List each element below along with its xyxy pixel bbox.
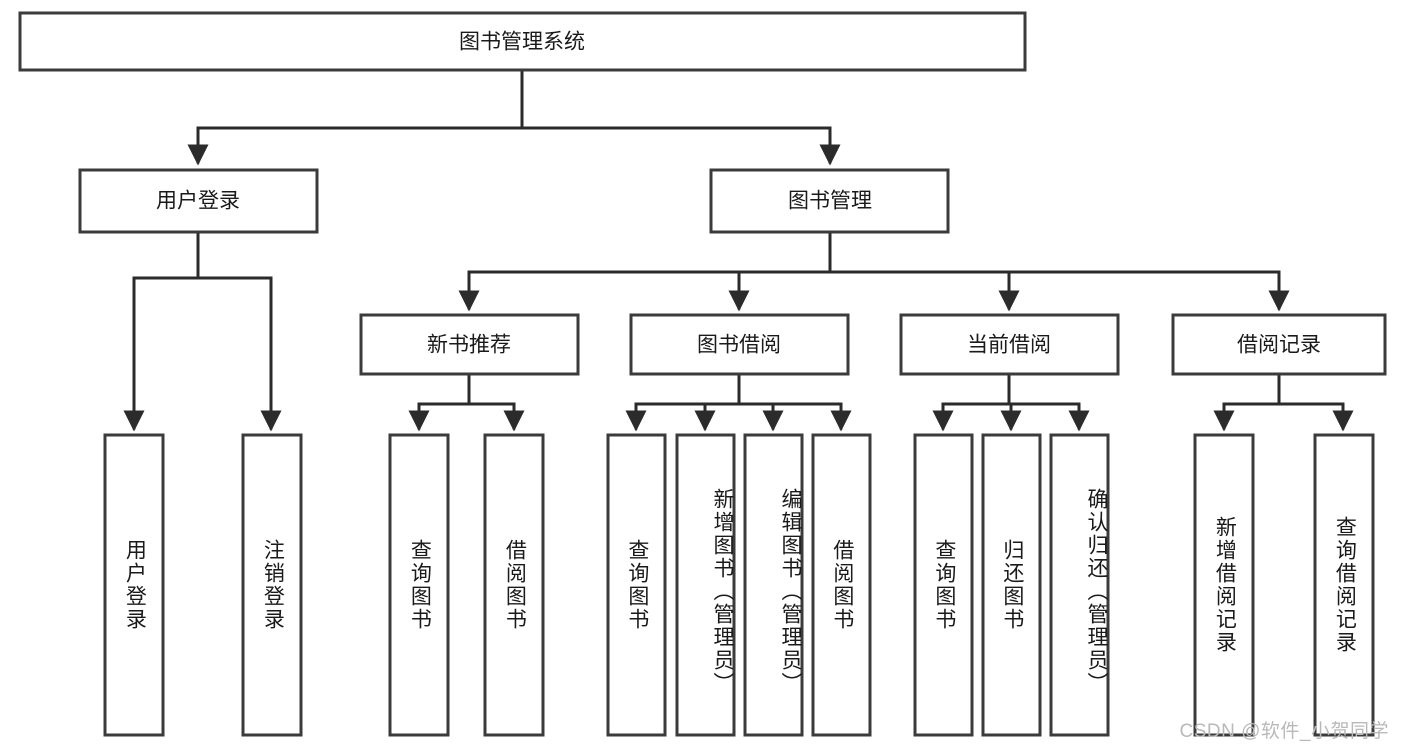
node-new-book-recommend-box[interactable] (359, 313, 580, 376)
node-book-manage-label: 图书管理 (788, 190, 872, 213)
node-borrow-record-label: 借阅记录 (1237, 334, 1321, 357)
leaf-boxes (103, 433, 1375, 737)
node-book-manage-box[interactable] (709, 168, 950, 234)
leaf-query-book-3-box[interactable] (913, 433, 974, 737)
node-book-manage[interactable]: 图书管理 (709, 168, 950, 234)
leaf-query-borrow-record-box[interactable] (1313, 433, 1375, 737)
leaf-borrow-book-1-box[interactable] (483, 433, 545, 737)
leaf-return-book-box[interactable] (981, 433, 1042, 737)
edges-root-to-level2 (187, 68, 841, 166)
node-current-borrow-label: 当前借阅 (967, 334, 1051, 357)
edges-user-login-to-leaves (123, 230, 282, 432)
node-user-login[interactable]: 用户登录 (78, 168, 319, 234)
node-borrow-record[interactable]: 借阅记录 (1171, 313, 1387, 376)
leaf-edit-book-box[interactable] (743, 433, 804, 737)
node-new-book-recommend[interactable]: 新书推荐 (359, 313, 580, 376)
edges-book-borrow-to-leaves (625, 372, 852, 432)
node-root[interactable]: 图书管理系统 (18, 11, 1027, 72)
leaf-borrow-book-2-box[interactable] (811, 433, 872, 737)
edges-book-manage-to-level3 (458, 230, 1290, 312)
leaf-user-login-box[interactable] (103, 433, 165, 737)
edges-borrow-record-to-leaves (1213, 372, 1354, 432)
node-book-borrow[interactable]: 图书借阅 (629, 313, 850, 376)
edges-current-borrow-to-leaves (932, 372, 1090, 432)
edges-new-book-recommend-to-leaves (408, 372, 525, 432)
leaf-logout-login-box[interactable] (241, 433, 303, 737)
leaf-add-borrow-record-box[interactable] (1193, 433, 1255, 737)
node-root-box[interactable] (18, 11, 1027, 72)
node-book-borrow-label: 图书借阅 (697, 334, 781, 357)
node-current-borrow[interactable]: 当前借阅 (899, 313, 1120, 376)
leaf-query-book-2-box[interactable] (606, 433, 667, 737)
node-current-borrow-box[interactable] (899, 313, 1120, 376)
leaf-query-book-1-box[interactable] (388, 433, 450, 737)
node-root-label: 图书管理系统 (459, 31, 585, 54)
node-borrow-record-box[interactable] (1171, 313, 1387, 376)
node-new-book-recommend-label: 新书推荐 (427, 334, 511, 357)
csdn-watermark: CSDN @软件_小贺同学 (1179, 721, 1389, 742)
leaf-confirm-return-box[interactable] (1049, 433, 1110, 737)
leaf-add-book-box[interactable] (675, 433, 736, 737)
node-user-login-box[interactable] (78, 168, 319, 234)
node-book-borrow-box[interactable] (629, 313, 850, 376)
node-user-login-label: 用户登录 (156, 190, 240, 213)
